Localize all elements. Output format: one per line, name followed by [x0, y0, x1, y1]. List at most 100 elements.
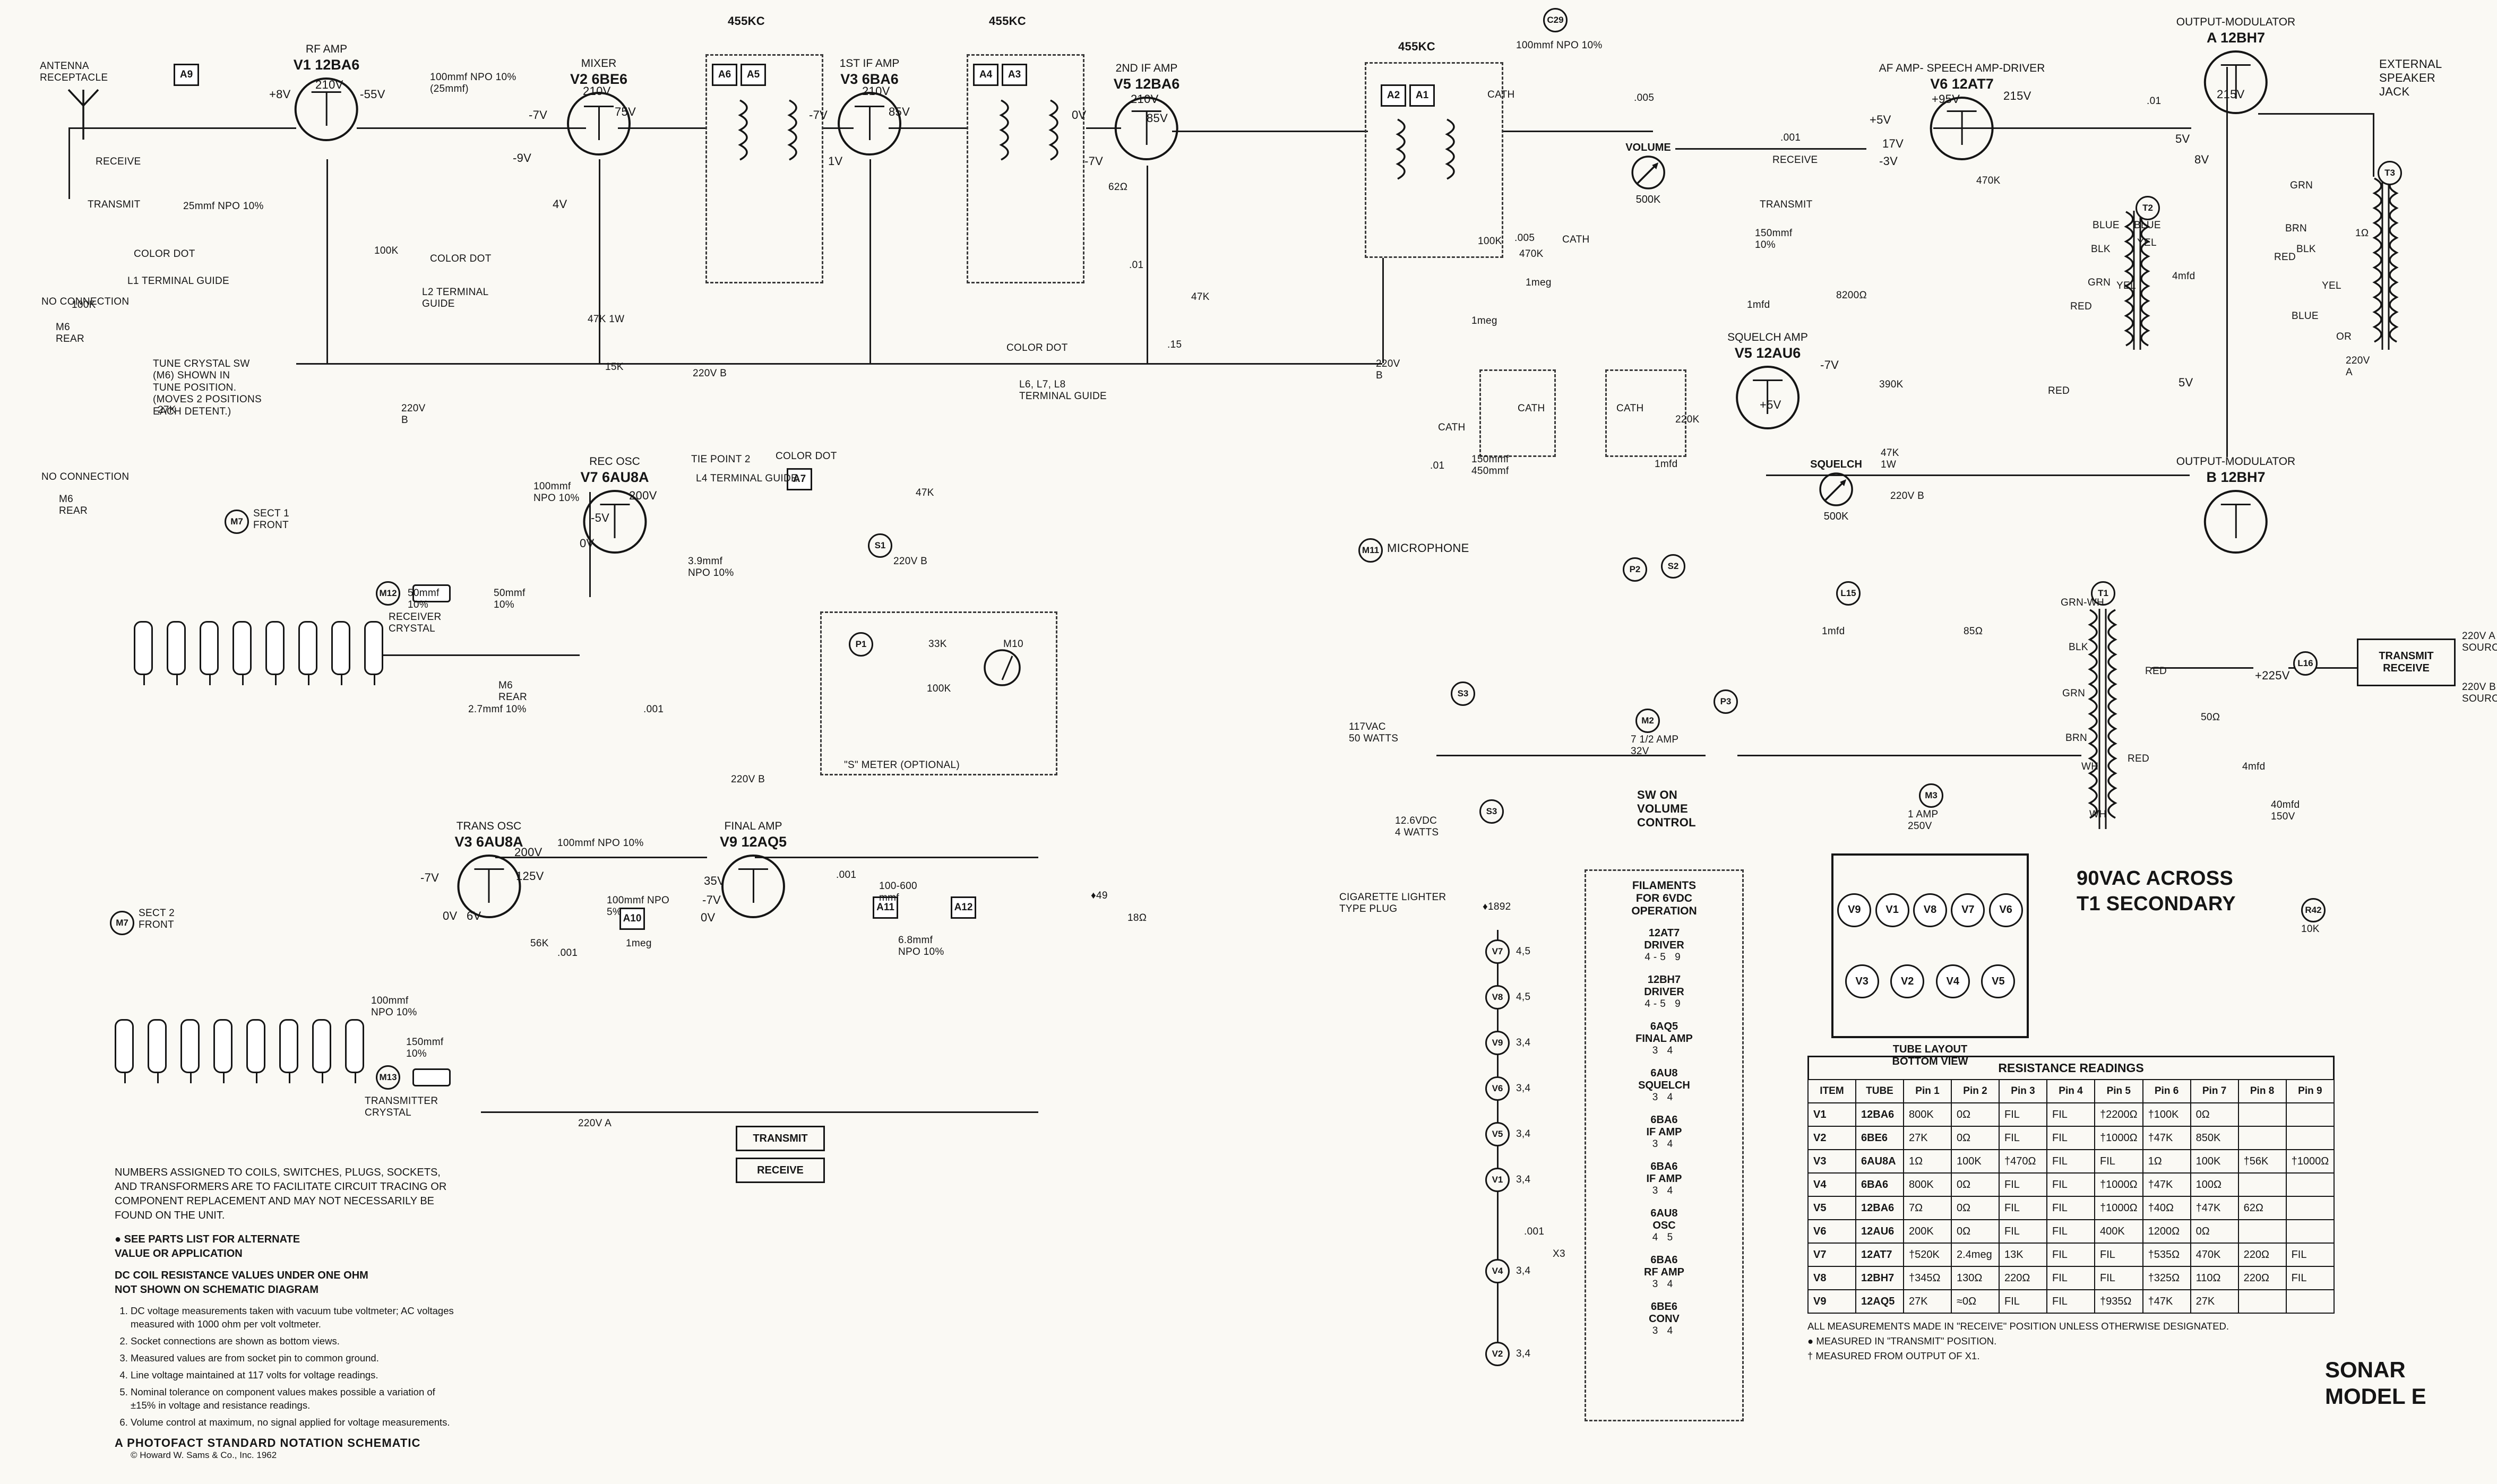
label-146: 215V [2217, 88, 2245, 101]
label-196: 0V [443, 909, 458, 922]
label-141: 150mmf 10% [1755, 228, 1793, 251]
tube-envelope-icon [721, 855, 785, 918]
table-cell: †470Ω [1999, 1149, 2047, 1174]
ref-C29: C29 [1543, 8, 1568, 32]
label-105: 210V [1131, 92, 1159, 106]
table-cell: 220Ω [1999, 1266, 2047, 1290]
label-212: ♦49 [1091, 890, 1108, 901]
label-104: 1V [828, 154, 843, 168]
table-cell: 62Ω [2237, 1196, 2287, 1220]
tube-role: RF AMP [305, 43, 348, 55]
dashed-enclosure [967, 54, 1084, 283]
dashed-enclosure [1605, 369, 1686, 457]
table-cell: V2 [1807, 1126, 1856, 1150]
label-207: 0V [701, 911, 716, 924]
table-cell: FIL [2046, 1219, 2095, 1244]
table-cell: 6BE6 [1855, 1126, 1904, 1150]
label-201: 1meg [626, 938, 652, 949]
table-cell: 100Ω [2190, 1172, 2239, 1197]
wire-segment [1086, 127, 1121, 129]
table-cell: 12BH7 [1855, 1266, 1904, 1290]
control-label: VOLUME [1625, 142, 1671, 153]
layout-tube-V5: V5 [1981, 964, 2016, 999]
ref-P2: P2 [1623, 557, 1647, 582]
dashed-enclosure [1365, 62, 1503, 258]
label-144: 390K [1879, 379, 1904, 390]
footer-notation: A PHOTOFACT STANDARD NOTATION SCHEMATIC [115, 1436, 421, 1450]
label-193: 200V [514, 845, 543, 859]
terminal-A5: A5 [741, 64, 766, 86]
label-185: .001 [643, 704, 664, 715]
table-cell: 6AU8A [1855, 1149, 1904, 1174]
table-cell: FIL [2046, 1172, 2095, 1197]
table-cell [2285, 1196, 2335, 1220]
label-148: 8V [2194, 153, 2209, 166]
layout-tube-V9: V9 [1837, 893, 1872, 927]
table-cell: 12AQ5 [1855, 1289, 1904, 1314]
label-182: 50mmf 10% [494, 588, 526, 611]
wire-segment [68, 127, 296, 129]
table-cell: V7 [1807, 1243, 1856, 1267]
table-cell: FIL [1999, 1219, 2047, 1244]
brand-title: SONAR MODEL E [2325, 1357, 2426, 1410]
label-84: -55V [360, 88, 385, 101]
label-227: BLK [2069, 642, 2088, 653]
wire-segment [618, 127, 707, 129]
crystal-icon [148, 1019, 167, 1083]
coil-icon [1440, 116, 1456, 199]
table-cell: FIL [2046, 1196, 2095, 1220]
label-167: 220V A [2346, 355, 2370, 378]
filament-chain-V8: V8 [1485, 985, 1510, 1010]
table-cell: FIL [1999, 1289, 2047, 1314]
ref-L16: L16 [2293, 651, 2318, 676]
label-129: 150mmf 450mmf [1471, 454, 1509, 477]
crystal-icon [180, 1019, 200, 1083]
wire-segment [2373, 113, 2374, 177]
terminal-A2: A2 [1381, 84, 1406, 107]
table-cell: FIL [2046, 1102, 2095, 1127]
label-79: NO CONNECTION [41, 471, 130, 482]
label-243: 90VAC ACROSS T1 SECONDARY [2077, 867, 2236, 915]
label-224: SW ON VOLUME CONTROL [1637, 788, 1696, 829]
tube-envelope-icon [2204, 490, 2268, 554]
table-cell: 100K [1951, 1149, 2000, 1174]
table-cell: FIL [1999, 1196, 2047, 1220]
label-214: RECEIVER CRYSTAL [389, 611, 442, 635]
label-123: 1meg [1526, 277, 1552, 288]
wire-segment [1147, 166, 1148, 363]
table-cell: †1000Ω [2094, 1126, 2143, 1150]
tube-type: V3 6BA6 [840, 71, 899, 87]
tube-type: B 12BH7 [2206, 469, 2266, 485]
tube-role: REC OSC [589, 455, 640, 468]
label-233: RED [2128, 753, 2150, 764]
label-114: L6, L7, L8 TERMINAL GUIDE [1019, 379, 1107, 402]
terminal-A3: A3 [1002, 64, 1027, 86]
label-158: EXTERNAL SPEAKER JACK [2379, 57, 2442, 98]
label-149: .01 [2147, 96, 2162, 107]
column-header: TUBE [1855, 1079, 1904, 1103]
label-236: +225V [2255, 669, 2290, 682]
wire-segment [495, 857, 707, 858]
label-238: 4mfd [2242, 761, 2266, 772]
label-232: RED [2145, 666, 2167, 677]
table-cell: 12BA6 [1855, 1196, 1904, 1220]
table-cell: 13K [1999, 1243, 2047, 1267]
notes-dc-coil: DC COIL RESISTANCE VALUES UNDER ONE OHM … [115, 1270, 368, 1296]
label-184: 2.7mmf 10% [468, 704, 527, 715]
table-cell: FIL [2046, 1289, 2095, 1314]
tube-type: V6 12AT7 [1930, 76, 1994, 92]
table-cell: FIL [2285, 1243, 2335, 1267]
label-106: 85V [1147, 111, 1168, 125]
